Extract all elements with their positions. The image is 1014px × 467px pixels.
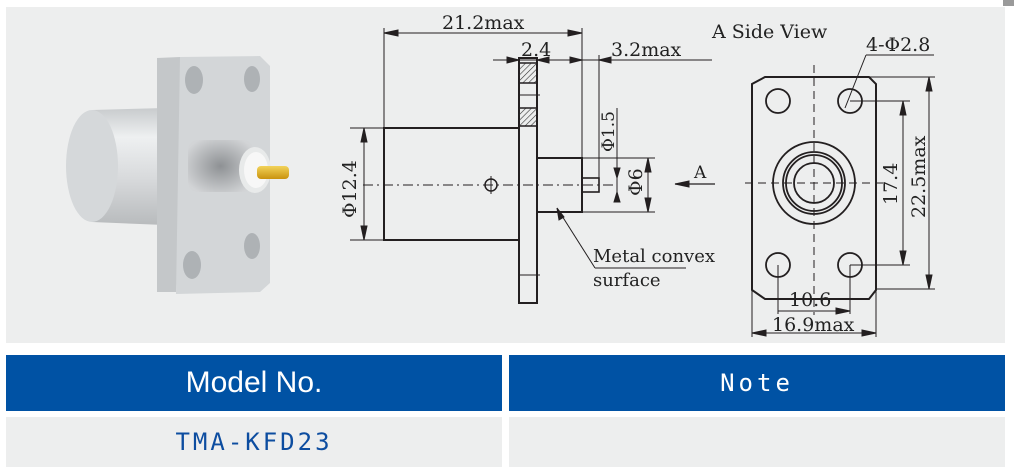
section-dimension-labels: 21.2max 2.4 3.2max Φ12.4 Φ1.5 Φ6 A Metal…	[339, 12, 715, 291]
dim-body-diameter: Φ12.4	[339, 160, 361, 218]
dim-hole-vertical-spacing: 17.4	[880, 163, 902, 205]
annotation-line1: Metal convex	[593, 246, 715, 267]
cell-note	[509, 417, 1005, 467]
dim-flange-width: 16.9max	[772, 314, 855, 336]
corner-mark	[1003, 0, 1014, 6]
dim-insulator-diameter: Φ6	[625, 168, 647, 196]
dim-pin-diameter: Φ1.5	[599, 111, 619, 152]
cell-model-no: TMA-KFD23	[6, 417, 502, 467]
dim-hole-horizontal-spacing: 10.6	[789, 289, 831, 311]
drawing-canvas: 21.2max 2.4 3.2max Φ12.4 Φ1.5 Φ6 A Metal…	[66, 12, 935, 337]
header-note: Note	[509, 355, 1005, 411]
product-render	[66, 56, 289, 294]
side-view-title: A Side View	[711, 21, 828, 43]
view-arrow-label: A	[693, 163, 707, 183]
side-view	[745, 54, 935, 337]
dim-overall-length: 21.2max	[442, 12, 525, 34]
annotation-line2: surface	[593, 270, 661, 291]
section-view	[350, 28, 715, 304]
dim-flange-thickness: 2.4	[521, 39, 551, 61]
dim-pin-length: 3.2max	[611, 39, 682, 61]
header-model-no: Model No.	[6, 355, 502, 411]
dim-mounting-holes: 4-Φ2.8	[866, 34, 930, 56]
dim-flange-height: 22.5max	[908, 135, 930, 218]
side-view-labels: A Side View 4-Φ2.8 17.4 22.5max 10.6 16.…	[711, 21, 930, 336]
